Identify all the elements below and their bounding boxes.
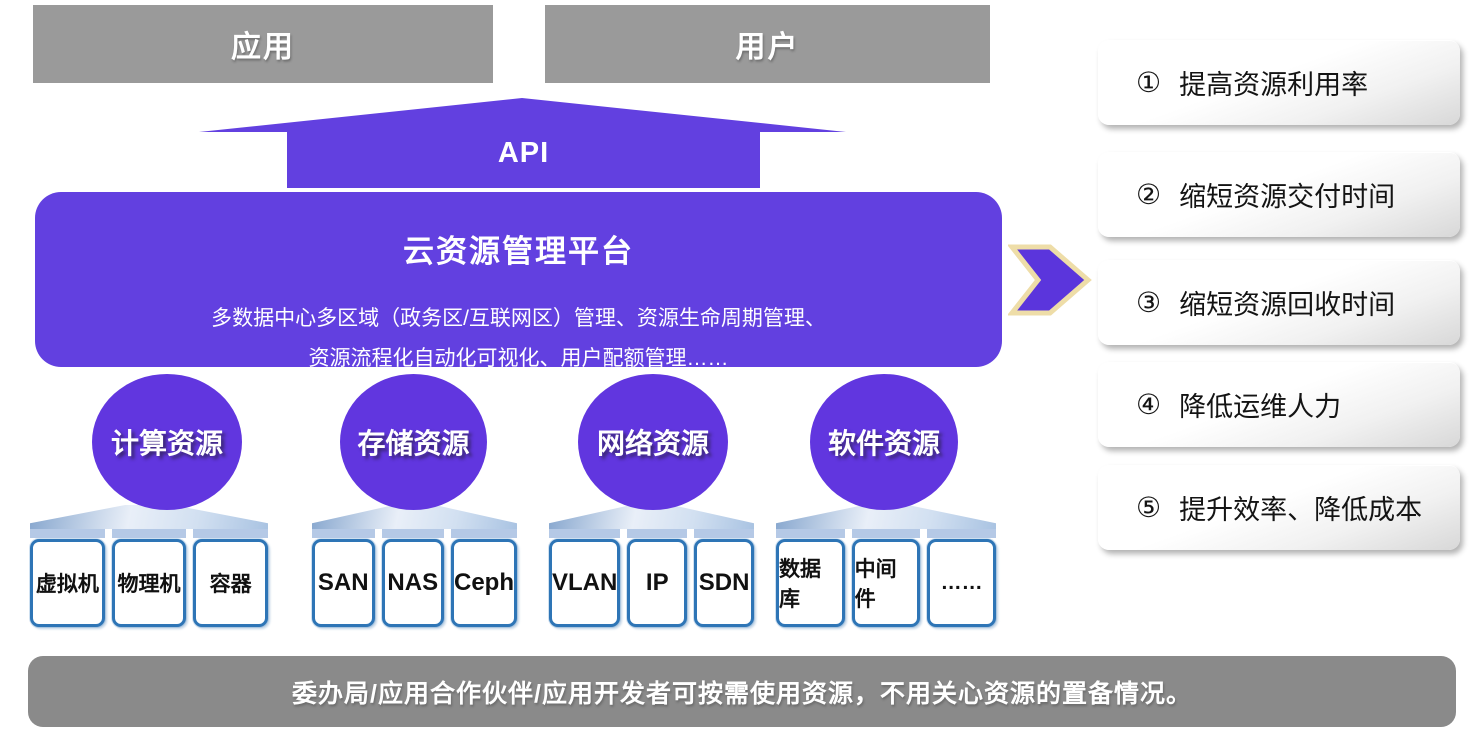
network-group: VLAN IP SDN bbox=[549, 505, 754, 627]
storage-column: SAN bbox=[312, 529, 375, 627]
platform-subtitle-line1: 多数据中心多区域（政务区/互联网区）管理、资源生命周期管理、 bbox=[211, 307, 826, 330]
connector-tab bbox=[193, 529, 269, 538]
network-item-sdn: SDN bbox=[694, 539, 754, 627]
storage-item-nas: NAS bbox=[381, 539, 444, 627]
software-column: 数据库 bbox=[776, 529, 845, 627]
benefit-text-3: 缩短资源回收时间 bbox=[1179, 290, 1396, 320]
compute-column: 虚拟机 bbox=[30, 529, 105, 627]
compute-label: 计算资源 bbox=[110, 428, 223, 459]
benefit-card-3: ③ 缩短资源回收时间 bbox=[1098, 260, 1460, 345]
connector-tab bbox=[111, 529, 187, 538]
benefit-text-4: 降低运维人力 bbox=[1179, 392, 1342, 422]
software-item-middleware: 中间件 bbox=[851, 539, 921, 627]
storage-item-san: SAN bbox=[312, 539, 375, 627]
compute-column: 物理机 bbox=[111, 529, 187, 627]
compute-roof-shape bbox=[30, 505, 268, 529]
benefit-text-2: 缩短资源交付时间 bbox=[1179, 182, 1396, 212]
chevron-right-icon bbox=[1008, 244, 1092, 316]
connector-tab bbox=[549, 529, 621, 538]
application-label: 应用 bbox=[231, 31, 295, 64]
resource-circle-compute: 计算资源 bbox=[92, 374, 242, 510]
benefit-number-4: ④ bbox=[1136, 389, 1162, 420]
benefit-number-5: ⑤ bbox=[1136, 492, 1162, 523]
connector-tab bbox=[451, 529, 517, 538]
benefit-card-1: ① 提高资源利用率 bbox=[1098, 40, 1460, 125]
software-item-more: …… bbox=[927, 539, 997, 627]
connector-tab bbox=[927, 529, 997, 538]
footer-bar: 委办局/应用合作伙伴/应用开发者可按需使用资源，不用关心资源的置备情况。 bbox=[28, 656, 1456, 727]
benefit-text-5: 提升效率、降低成本 bbox=[1179, 495, 1423, 525]
benefit-card-4: ④ 降低运维人力 bbox=[1098, 362, 1460, 447]
platform-box: 云资源管理平台 多数据中心多区域（政务区/互联网区）管理、资源生命周期管理、 资… bbox=[35, 192, 1002, 370]
benefit-text-1: 提高资源利用率 bbox=[1179, 70, 1369, 100]
network-item-ip: IP bbox=[627, 539, 688, 627]
connector-tab bbox=[851, 529, 921, 538]
resource-circle-storage: 存储资源 bbox=[340, 374, 487, 510]
footer-text: 委办局/应用合作伙伴/应用开发者可按需使用资源，不用关心资源的置备情况。 bbox=[292, 679, 1192, 708]
software-label: 软件资源 bbox=[827, 428, 940, 459]
resource-circle-software: 软件资源 bbox=[810, 374, 958, 510]
connector-tab bbox=[381, 529, 444, 538]
api-up-arrow-icon bbox=[199, 98, 846, 188]
software-group: 数据库 中间件 …… bbox=[776, 505, 997, 627]
compute-item-physical: 物理机 bbox=[111, 539, 187, 627]
software-column: …… bbox=[927, 529, 997, 627]
storage-column: Ceph bbox=[451, 529, 517, 627]
compute-column: 容器 bbox=[193, 529, 269, 627]
network-item-vlan: VLAN bbox=[549, 539, 621, 627]
storage-group: SAN NAS Ceph bbox=[312, 505, 517, 627]
api-label: API bbox=[497, 136, 550, 169]
connector-tab bbox=[30, 529, 105, 538]
platform-title: 云资源管理平台 bbox=[403, 234, 634, 269]
connector-tab bbox=[694, 529, 754, 538]
connector-tab bbox=[776, 529, 845, 538]
application-box: 应用 bbox=[33, 5, 493, 83]
storage-column: NAS bbox=[381, 529, 444, 627]
compute-item-container: 容器 bbox=[193, 539, 269, 627]
compute-group: 虚拟机 物理机 容器 bbox=[30, 505, 269, 627]
benefit-number-2: ② bbox=[1136, 179, 1162, 210]
resource-circle-network: 网络资源 bbox=[578, 374, 728, 510]
software-item-database: 数据库 bbox=[776, 539, 845, 627]
network-column: VLAN bbox=[549, 529, 621, 627]
benefit-card-5: ⑤ 提升效率、降低成本 bbox=[1098, 465, 1460, 550]
benefit-number-3: ③ bbox=[1136, 287, 1162, 318]
connector-tab bbox=[627, 529, 688, 538]
benefit-number-1: ① bbox=[1136, 67, 1162, 98]
platform-subtitle-line2: 资源流程化自动化可视化、用户配额管理…… bbox=[308, 347, 729, 370]
storage-item-ceph: Ceph bbox=[451, 539, 517, 627]
benefit-card-2: ② 缩短资源交付时间 bbox=[1098, 152, 1460, 237]
network-column: IP bbox=[627, 529, 688, 627]
software-column: 中间件 bbox=[851, 529, 921, 627]
network-column: SDN bbox=[694, 529, 754, 627]
network-label: 网络资源 bbox=[596, 428, 709, 459]
connector-tab bbox=[312, 529, 375, 538]
user-box: 用户 bbox=[545, 5, 990, 83]
storage-label: 存储资源 bbox=[357, 428, 470, 459]
user-label: 用户 bbox=[735, 31, 800, 64]
compute-item-vm: 虚拟机 bbox=[30, 539, 105, 627]
